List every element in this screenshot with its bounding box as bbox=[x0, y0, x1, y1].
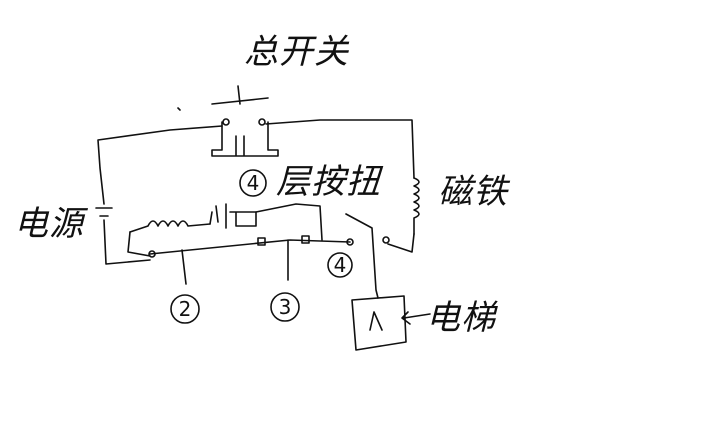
bus-wire bbox=[149, 239, 351, 255]
wire-to-elevator bbox=[345, 213, 379, 299]
floor2-number: 2 bbox=[178, 297, 192, 321]
stray-mark bbox=[177, 107, 181, 111]
inductor-coil bbox=[129, 220, 211, 233]
switch-bracket bbox=[211, 121, 279, 157]
magnet-label: 磁铁 bbox=[438, 172, 508, 212]
floor-button-label: 层按扭 bbox=[276, 162, 381, 202]
main-switch-label: 总开关 bbox=[244, 32, 349, 72]
node-4 bbox=[346, 238, 354, 246]
relay-wire bbox=[255, 203, 323, 241]
relay-contacts bbox=[209, 203, 257, 229]
wire-left-down bbox=[103, 219, 151, 265]
floor-button-number: 4 bbox=[246, 171, 260, 195]
main-switch-stem bbox=[237, 85, 241, 105]
switch-contact-left bbox=[222, 118, 230, 126]
node-3 bbox=[301, 235, 310, 244]
circle-floor4 bbox=[327, 252, 353, 278]
circle-floor-button bbox=[239, 169, 267, 197]
wire-coil-left bbox=[127, 231, 151, 257]
node-2 bbox=[257, 237, 266, 246]
switch-contact-right bbox=[258, 118, 266, 126]
elevator-arrow bbox=[401, 311, 431, 325]
node-1 bbox=[148, 250, 156, 258]
floor4-number: 4 bbox=[333, 253, 347, 277]
power-plates bbox=[95, 207, 113, 217]
wire-right-bottom bbox=[387, 233, 415, 253]
circle-floor2 bbox=[170, 294, 200, 324]
node-5 bbox=[382, 236, 390, 244]
magnet-coil bbox=[413, 177, 420, 235]
drop-floor2 bbox=[181, 249, 187, 285]
power-label: 电源 bbox=[14, 204, 84, 244]
floor3-number: 3 bbox=[278, 295, 292, 319]
circle-floor3 bbox=[270, 292, 300, 322]
elevator-figure bbox=[369, 311, 383, 331]
elevator-box bbox=[351, 295, 407, 351]
wire-top-right bbox=[265, 119, 415, 179]
elevator-label: 电梯 bbox=[426, 298, 496, 338]
wire-top-left bbox=[97, 125, 223, 205]
